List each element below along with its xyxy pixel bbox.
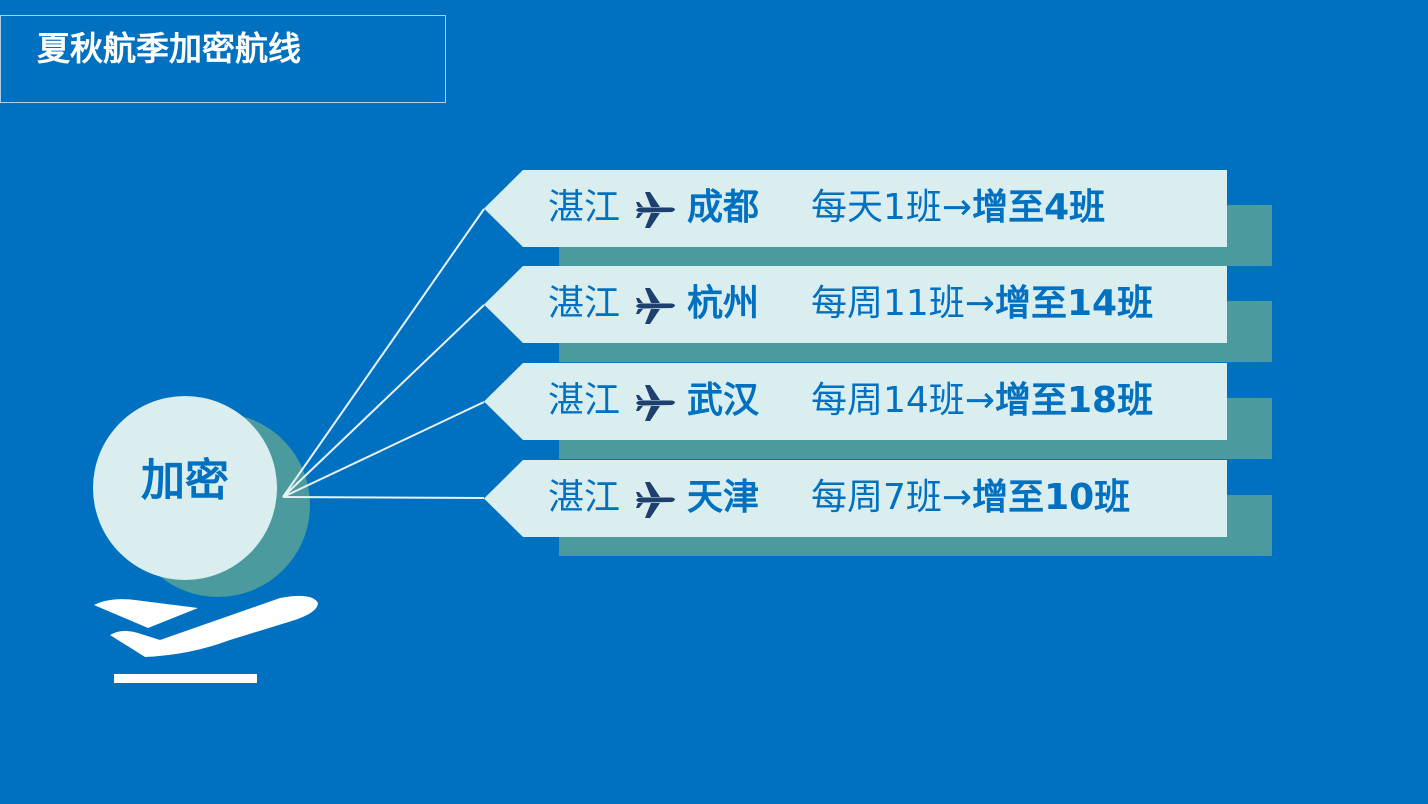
frequency-arrow: →	[941, 187, 973, 228]
route-destination: 武汉	[687, 380, 760, 421]
frequency-after: 增至18班	[994, 380, 1154, 421]
title-box	[0, 15, 446, 103]
route-row: 湛江 成都 每天1班→增至4班	[484, 170, 1274, 270]
airplane-icon	[636, 385, 675, 421]
airplane-icon	[636, 482, 675, 518]
route-banner	[484, 363, 1227, 440]
route-frequency: 每周7班→增至10班	[811, 473, 1130, 523]
route-frequency: 每天1班→增至4班	[811, 183, 1105, 233]
center-circle	[93, 396, 277, 580]
airplane-icon	[636, 288, 675, 324]
route-destination: 杭州	[687, 283, 760, 324]
route-destination: 成都	[687, 187, 760, 228]
airplane-icon	[636, 192, 675, 228]
route-banner	[484, 170, 1227, 247]
route-row: 湛江 天津 每周7班→增至10班	[484, 460, 1274, 560]
frequency-after: 增至10班	[972, 477, 1131, 518]
center-label: 加密	[141, 455, 229, 506]
frequency-before: 每周7班	[811, 477, 942, 518]
route-destination: 天津	[687, 477, 760, 518]
route-banner	[484, 460, 1227, 537]
frequency-before: 每天1班	[811, 187, 942, 228]
frequency-arrow: →	[941, 477, 973, 518]
route-origin: 湛江	[548, 187, 621, 228]
frequency-after: 增至14班	[994, 283, 1154, 324]
route-frequency: 每周14班→增至18班	[811, 376, 1153, 426]
route-origin: 湛江	[548, 380, 621, 421]
route-banner	[484, 266, 1227, 343]
route-row: 湛江 杭州 每周11班→增至14班	[484, 266, 1274, 366]
route-frequency: 每周11班→增至14班	[811, 279, 1153, 329]
frequency-before: 每周14班	[811, 380, 965, 421]
connector-lines	[282, 208, 485, 499]
frequency-before: 每周11班	[811, 283, 965, 324]
slide-title: 夏秋航季加密航线	[37, 29, 301, 68]
frequency-arrow: →	[964, 380, 995, 421]
route-origin: 湛江	[548, 283, 621, 324]
route-origin: 湛江	[548, 477, 621, 518]
route-row: 湛江 武汉 每周14班→增至18班	[484, 363, 1274, 463]
frequency-arrow: →	[964, 283, 995, 324]
frequency-after: 增至4班	[972, 187, 1106, 228]
takeoff-plane-icon	[94, 595, 318, 683]
